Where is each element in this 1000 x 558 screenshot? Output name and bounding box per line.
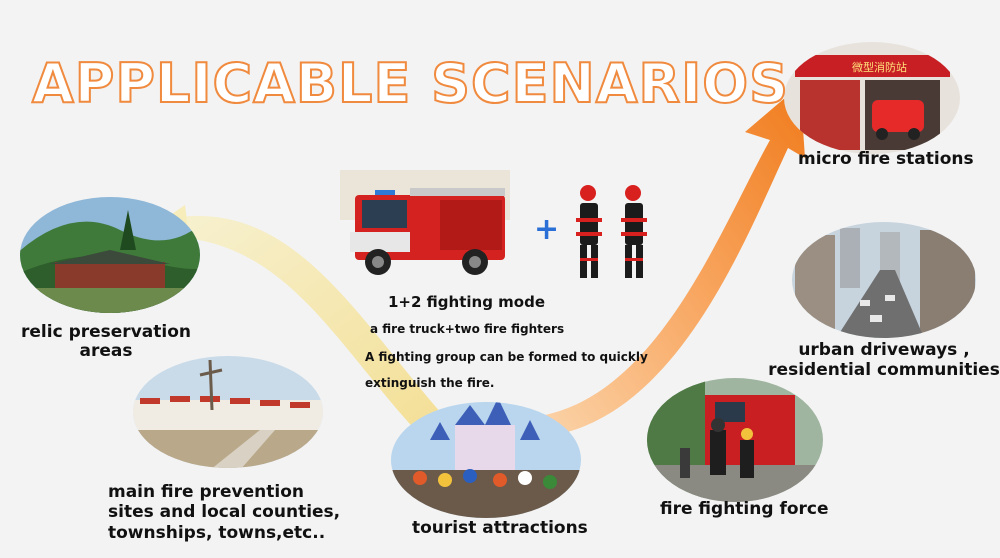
fire-truck-illustration — [335, 153, 525, 297]
urban-label-line-1: urban driveways , — [798, 340, 970, 360]
main-sites-line-3: townships, towns,etc.. — [108, 522, 326, 543]
micro-station-label: micro fire stations — [798, 149, 974, 169]
main-sites-photo — [133, 356, 323, 468]
main-sites-label: main fire prevention sites and local cou… — [108, 482, 340, 543]
relic-label-line-1: relic preservation — [21, 322, 191, 342]
mode-line-2: A fighting group can be formed to quickl… — [365, 350, 648, 364]
plus-sign: + — [534, 212, 560, 247]
firefighter-left-icon — [576, 185, 602, 278]
page-title: APPLICABLE SCENARIOS — [31, 51, 789, 116]
mode-line-1: a fire truck+two fire fighters — [370, 322, 565, 336]
micro-station-photo: 微型消防站 — [784, 42, 960, 154]
urban-label: urban driveways , residential communitie… — [768, 340, 1000, 381]
firefighter-right-icon — [621, 185, 647, 278]
relic-label: relic preservation areas — [20, 323, 192, 360]
left-arc-arrow — [160, 215, 470, 455]
urban-photo — [792, 222, 976, 338]
main-sites-line-2: sites and local counties, — [108, 502, 341, 523]
relic-label-line-2: areas — [79, 340, 133, 361]
tourist-label: tourist attractions — [412, 518, 588, 538]
force-label: fire fighting force — [660, 499, 829, 519]
urban-label-line-2: residential communities — [768, 360, 1000, 381]
force-photo — [647, 378, 823, 502]
station-sign-text: 微型消防站 — [852, 60, 907, 74]
mode-title: 1+2 fighting mode — [388, 293, 545, 311]
right-arc-arrow — [545, 85, 805, 435]
main-sites-line-1: main fire prevention — [108, 482, 304, 502]
mode-line-3: extinguish the fire. — [365, 376, 495, 390]
